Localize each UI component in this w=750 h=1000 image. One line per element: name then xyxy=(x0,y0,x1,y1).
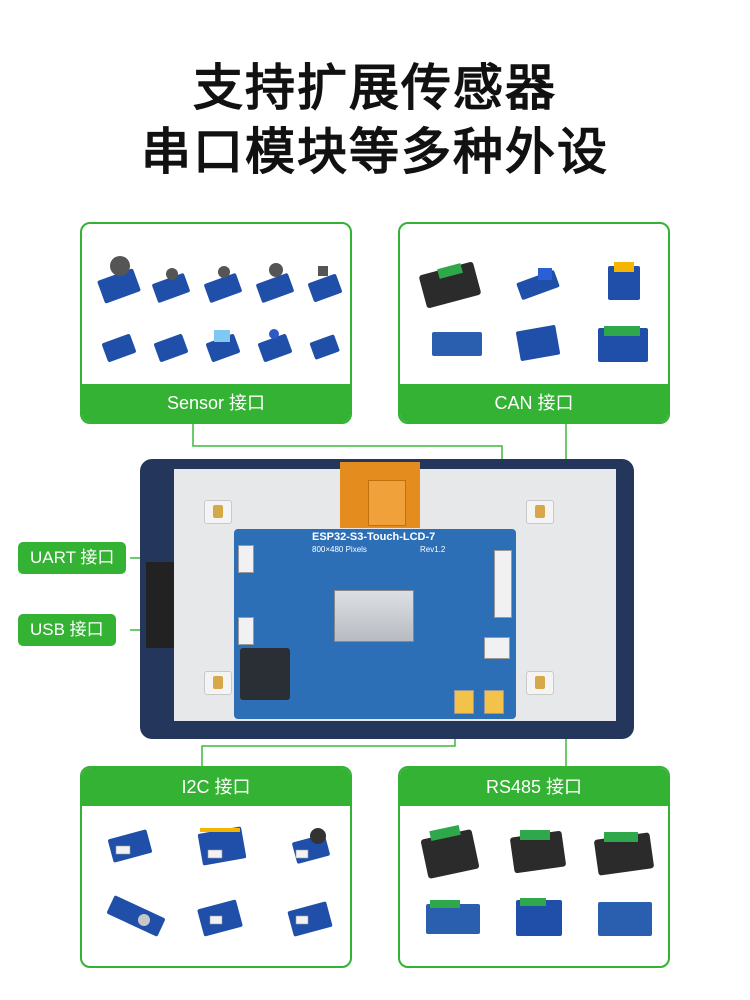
fpc-chip xyxy=(368,480,406,526)
i2c-card: I2C 接口 xyxy=(80,766,352,968)
headline-line-2: 串口模块等多种外设 xyxy=(141,123,609,181)
standoff xyxy=(526,671,554,695)
standoff xyxy=(204,500,232,524)
can-modules xyxy=(408,236,660,376)
sensor-module-icons xyxy=(97,256,342,362)
usb-connector xyxy=(238,617,254,645)
board-name: ESP32-S3-Touch-LCD-7 xyxy=(312,531,436,543)
uart-tag: UART 接口 xyxy=(18,542,127,574)
rs485-card: RS485 接口 xyxy=(398,766,670,968)
can-module-icons xyxy=(419,262,648,362)
can-interface-label: CAN 接口 xyxy=(400,384,668,422)
headline-line-1: 支持扩展传感器 xyxy=(193,59,557,117)
can-card: CAN 接口 xyxy=(398,222,670,424)
i2c-interface-label: I2C 接口 xyxy=(82,768,350,806)
standoff xyxy=(204,671,232,695)
sensor-modules xyxy=(90,236,342,376)
i2c-module-icons xyxy=(107,826,333,937)
sensor-interface-label: Sensor 接口 xyxy=(82,384,350,422)
lcd-connector-shield xyxy=(334,590,414,642)
rs485-module-icons xyxy=(420,824,654,936)
sensor-card: Sensor 接口 xyxy=(80,222,352,424)
board-resolution: 800×480 Pixels xyxy=(312,545,367,554)
usb-tag: USB 接口 xyxy=(18,614,116,646)
power-connector xyxy=(484,637,510,659)
i2c-modules xyxy=(90,816,342,958)
standoff xyxy=(526,500,554,524)
board-revision: Rev1.2 xyxy=(420,545,446,554)
rs485-interface-label: RS485 接口 xyxy=(400,768,668,806)
uart-connector xyxy=(238,545,254,573)
i2c-header xyxy=(454,690,474,714)
side-connectors xyxy=(494,550,512,618)
rs485-header xyxy=(484,690,504,714)
rs485-modules xyxy=(408,816,660,958)
frame-bezel-strip xyxy=(146,562,174,648)
esp32-module xyxy=(240,648,290,700)
